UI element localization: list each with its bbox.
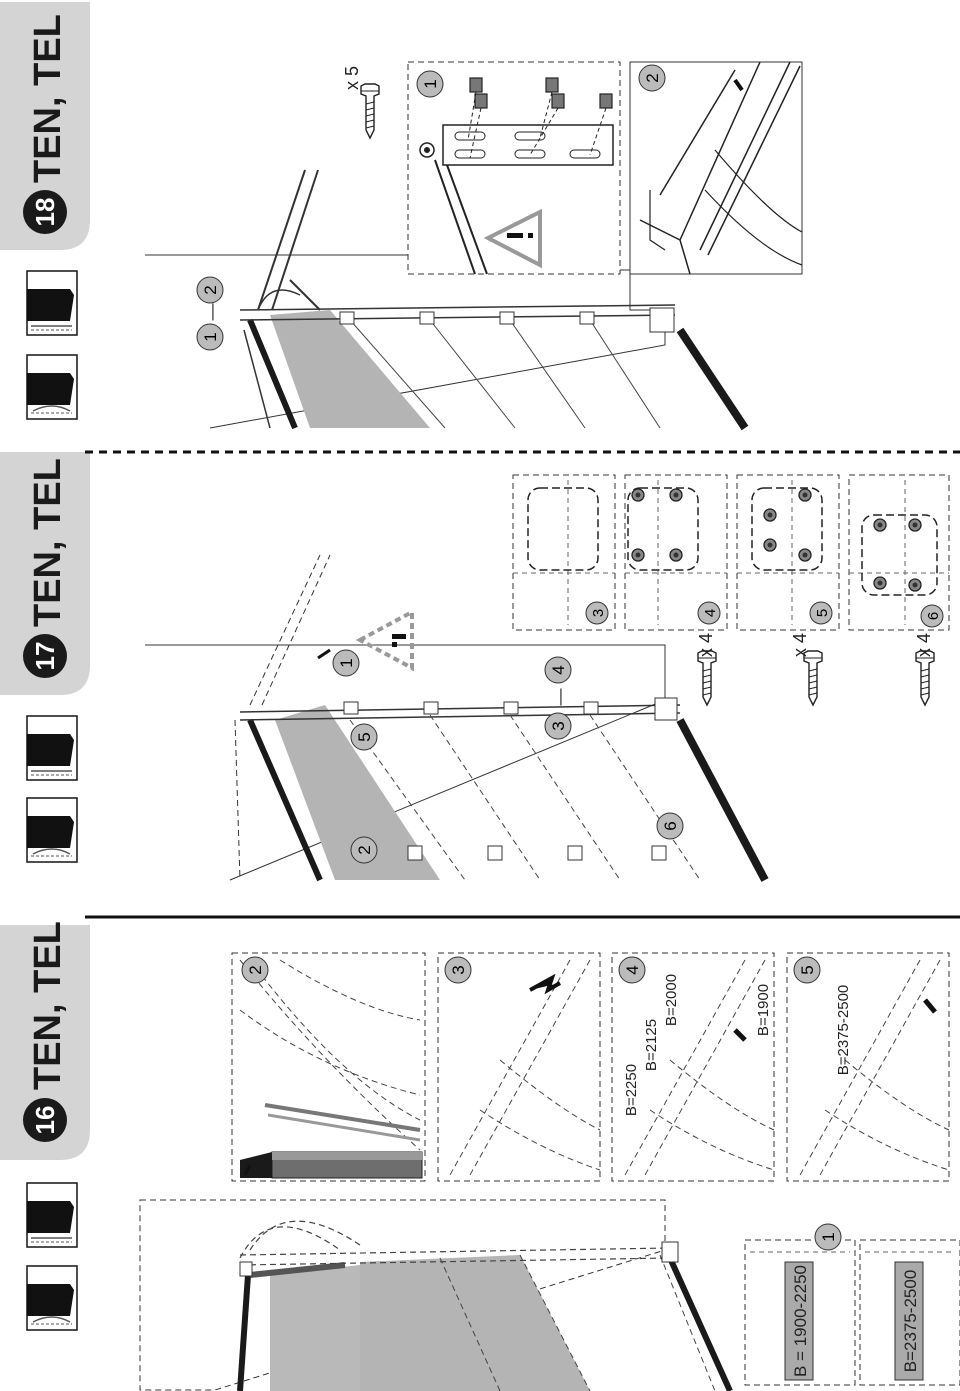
step-18-detail-2: 2 bbox=[629, 61, 803, 275]
svg-text:3: 3 bbox=[590, 609, 607, 617]
step-18-callout-2: 2 bbox=[196, 276, 224, 304]
svg-text:4: 4 bbox=[623, 965, 642, 974]
screw-icon bbox=[697, 650, 717, 706]
step-16-callout-1: 1 bbox=[814, 1223, 842, 1251]
step-17-callout-2: 2 bbox=[350, 836, 378, 864]
step-16-drawing: B = 1900-2250 B=2375-2500 1 2 bbox=[139, 952, 960, 1391]
arrow-icon bbox=[733, 1028, 747, 1042]
svg-text:5: 5 bbox=[355, 732, 374, 741]
svg-text:3: 3 bbox=[549, 721, 568, 730]
step-17-callout-4: 4 bbox=[544, 656, 572, 684]
step-18-callout-1: 1 bbox=[196, 323, 224, 351]
step-17-detail-4-number: 4 bbox=[697, 601, 721, 625]
step-17-title: TEN, TEL bbox=[27, 458, 69, 627]
step-16-callout-4: 4 bbox=[618, 956, 646, 984]
step-17-screw-b: x 4 bbox=[790, 633, 823, 706]
step-17-detail-6: 6 bbox=[848, 474, 950, 631]
screw-qty-c: x 4 bbox=[914, 633, 934, 657]
step-18-detail-1: 1 bbox=[407, 61, 621, 275]
step-17-screw-c: x 4 bbox=[914, 633, 935, 706]
step-16-detail-2: 2 bbox=[231, 952, 426, 1182]
step-16-callout-5: 5 bbox=[793, 956, 821, 984]
screw-qty-a: x 4 bbox=[696, 633, 716, 657]
screw-icon bbox=[803, 650, 823, 706]
arrow-icon bbox=[733, 78, 744, 92]
screw-qty: x 5 bbox=[342, 66, 362, 90]
step-17-detail-5-number: 5 bbox=[809, 601, 833, 625]
screw-qty-b: x 4 bbox=[790, 633, 810, 657]
step-17-number-badge bbox=[23, 634, 67, 678]
step-16-title: TEN, TEL bbox=[27, 921, 69, 1090]
detail-4-label-1900: B=1900 bbox=[755, 984, 772, 1036]
step-17-callout-3: 3 bbox=[544, 712, 572, 740]
step-17-detail-3-number: 3 bbox=[585, 601, 609, 625]
track-type-a-icon bbox=[26, 797, 78, 863]
svg-text:1: 1 bbox=[819, 1232, 838, 1241]
step-18-number-badge bbox=[23, 190, 67, 234]
step-18-range-dash: — bbox=[202, 304, 221, 321]
detail-4-label-2000: B=2000 bbox=[663, 974, 680, 1026]
step-18-number: 18 bbox=[30, 198, 60, 227]
detail-5-label: B=2375-2500 bbox=[835, 985, 852, 1076]
svg-text:5: 5 bbox=[798, 965, 817, 974]
svg-text:2: 2 bbox=[643, 73, 662, 82]
step-16-detail-5: B=2375-2500 5 bbox=[786, 952, 950, 1182]
track-type-b-icon bbox=[26, 270, 78, 336]
step-17-callout-5: 5 bbox=[350, 723, 378, 751]
step-16-detail-3: 3 bbox=[437, 952, 601, 1182]
step-17-screw-a: x 4 bbox=[696, 633, 717, 706]
step-18-drawing: 1 — 2 x 5 bbox=[145, 61, 803, 431]
arrow-icon bbox=[317, 648, 331, 660]
width-range-1900-2250: B = 1900-2250 bbox=[791, 1265, 810, 1377]
width-range-2375-2500: B=2375-2500 bbox=[901, 1270, 920, 1373]
step-16-callout-2: 2 bbox=[241, 956, 269, 984]
step-16-detail-4: B=2250 B=2125 B=2000 B=1900 4 bbox=[611, 952, 775, 1182]
step-17-detail-3: 3 bbox=[512, 474, 616, 631]
svg-text:2: 2 bbox=[246, 965, 265, 974]
step-17-detail-5: 5 bbox=[736, 474, 840, 631]
step-17-number: 17 bbox=[30, 642, 60, 671]
track-type-b-icon bbox=[26, 1182, 78, 1248]
svg-text:4: 4 bbox=[702, 609, 719, 617]
step-17-drawing: 1 2 3 — 4 5 6 bbox=[145, 474, 950, 882]
screw-icon bbox=[360, 83, 380, 139]
step-18-detail-1-number: 1 bbox=[416, 70, 444, 98]
step-17-callout-6: 6 bbox=[656, 812, 684, 840]
step-16-number-badge bbox=[23, 1098, 67, 1142]
arrow-icon bbox=[529, 973, 562, 995]
svg-text:1: 1 bbox=[201, 332, 220, 341]
svg-text:1: 1 bbox=[337, 658, 356, 667]
step-17-detail-6-number: 6 bbox=[920, 604, 944, 628]
step-17-callout-1: 1 bbox=[332, 649, 360, 677]
detail-4-label-2250: B=2250 bbox=[623, 1064, 640, 1116]
step-16-number: 16 bbox=[30, 1106, 60, 1135]
svg-text:1: 1 bbox=[421, 79, 440, 88]
warning-triangle-icon bbox=[483, 208, 542, 269]
step-18-title: TEN, TEL bbox=[27, 14, 69, 183]
svg-text:4: 4 bbox=[549, 665, 568, 674]
detail-4-label-2125: B=2125 bbox=[643, 1019, 660, 1071]
step-16-callout-3: 3 bbox=[444, 956, 472, 984]
step-17-detail-4: 4 bbox=[624, 474, 728, 631]
track-type-b-icon bbox=[26, 715, 78, 781]
step-17-range-dash: — bbox=[550, 689, 569, 706]
step-17-header: 17 TEN, TEL bbox=[0, 452, 90, 695]
step-18-header: 18 TEN, TEL bbox=[0, 2, 90, 250]
svg-text:6: 6 bbox=[925, 612, 942, 620]
step-18-detail-2-number: 2 bbox=[638, 64, 666, 92]
screw-icon bbox=[915, 650, 935, 706]
arrow-icon bbox=[923, 998, 937, 1014]
step-16-header: 16 TEN, TEL bbox=[0, 921, 90, 1160]
svg-text:5: 5 bbox=[814, 609, 831, 617]
svg-text:3: 3 bbox=[449, 965, 468, 974]
track-type-a-icon bbox=[26, 354, 78, 420]
warning-triangle-icon bbox=[355, 608, 414, 672]
svg-text:2: 2 bbox=[201, 285, 220, 294]
svg-text:2: 2 bbox=[355, 845, 374, 854]
track-type-a-icon bbox=[26, 1265, 78, 1331]
svg-text:6: 6 bbox=[661, 821, 680, 830]
